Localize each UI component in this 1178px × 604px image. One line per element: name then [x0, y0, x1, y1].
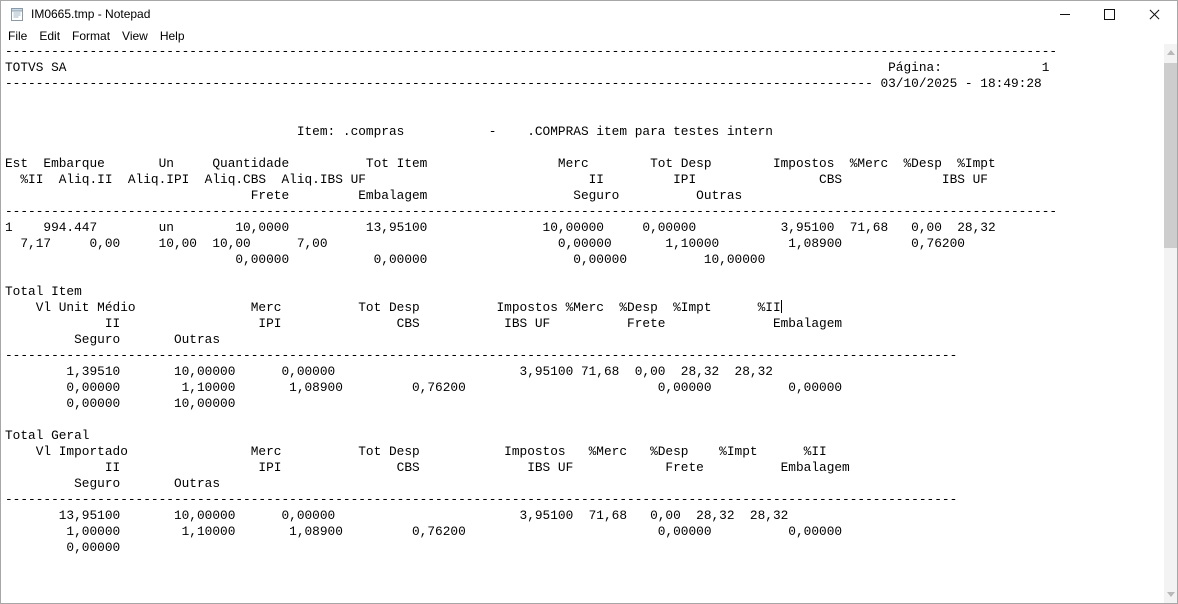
- text-line: Frete Embalagem Seguro Outras: [5, 188, 743, 203]
- minimize-icon: [1059, 13, 1070, 15]
- close-button[interactable]: [1132, 1, 1177, 27]
- vertical-scrollbar[interactable]: [1164, 44, 1177, 603]
- text-line: 0,00000 1,10000 1,08900 0,76200 0,00000 …: [5, 380, 843, 395]
- text-line: II IPI CBS IBS UF Frete Embalagem: [5, 316, 843, 331]
- text-line: Vl Importado Merc Tot Desp Impostos %Mer…: [5, 444, 827, 459]
- text-line: Item: .compras - .COMPRAS item para test…: [5, 124, 773, 139]
- text-line: 1 994.447 un 10,0000 13,95100 10,00000 0…: [5, 220, 996, 235]
- text-line: ----------------------------------------…: [5, 204, 1058, 219]
- text-line: [5, 140, 1164, 156]
- text-line: II IPI CBS IBS UF Frete Embalagem: [5, 460, 850, 475]
- text-line: 0,00000 0,00000 0,00000 10,00000: [5, 252, 766, 267]
- text-line: [5, 92, 1164, 108]
- scroll-down-icon: [1166, 592, 1175, 597]
- text-line: 13,95100 10,00000 0,00000 3,95100 71,68 …: [5, 508, 789, 523]
- maximize-icon: [1104, 8, 1115, 20]
- text-line: ----------------------------------------…: [5, 76, 1042, 91]
- text-line: Total Item: [5, 284, 82, 299]
- scroll-down-button[interactable]: [1164, 586, 1177, 603]
- text-line: %II Aliq.II Aliq.IPI Aliq.CBS Aliq.IBS U…: [5, 172, 988, 187]
- text-line: Seguro Outras: [5, 476, 221, 491]
- notepad-app-icon: [11, 8, 23, 21]
- text-line: Total Geral: [5, 428, 90, 443]
- menu-item-view[interactable]: View: [122, 28, 148, 43]
- close-icon: [1149, 9, 1160, 20]
- text-line: [5, 268, 1164, 284]
- text-line: [5, 108, 1164, 124]
- text-line: 0,00000: [5, 540, 121, 555]
- window-title: IM0665.tmp - Notepad: [31, 7, 151, 21]
- minimize-button[interactable]: [1042, 1, 1087, 27]
- text-line: 1,39510 10,00000 0,00000 3,95100 71,68 0…: [5, 364, 773, 379]
- text-line: TOTVS SA Página: 1: [5, 60, 1050, 75]
- menu-item-help[interactable]: Help: [159, 28, 185, 43]
- scroll-up-icon: [1166, 50, 1175, 55]
- text-line: 7,17 0,00 10,00 10,00 7,00 0,00000 1,100…: [5, 236, 965, 251]
- text-line: ----------------------------------------…: [5, 348, 958, 363]
- text-line: ----------------------------------------…: [5, 44, 1058, 59]
- text-line: 1,00000 1,10000 1,08900 0,76200 0,00000 …: [5, 524, 843, 539]
- text-line: 0,00000 10,00000: [5, 396, 236, 411]
- scroll-up-button[interactable]: [1164, 44, 1177, 61]
- menu-bar: File Edit Format View Help: [1, 27, 1177, 44]
- text-line: Seguro Outras: [5, 332, 221, 347]
- text-line: Vl Unit Médio Merc Tot Desp Impostos %Me…: [5, 300, 782, 315]
- text-line: ----------------------------------------…: [5, 492, 958, 507]
- menu-item-edit[interactable]: Edit: [39, 28, 61, 43]
- text-editor[interactable]: ----------------------------------------…: [1, 44, 1164, 603]
- scrollbar-thumb[interactable]: [1164, 63, 1177, 248]
- maximize-button[interactable]: [1087, 1, 1132, 27]
- text-caret: [780, 300, 782, 313]
- menu-item-file[interactable]: File: [8, 28, 28, 43]
- titlebar: IM0665.tmp - Notepad: [1, 1, 1177, 27]
- window-controls: [1042, 1, 1177, 27]
- text-line: [5, 412, 1164, 428]
- menu-item-format[interactable]: Format: [72, 28, 111, 43]
- text-line: Est Embarque Un Quantidade Tot Item Merc…: [5, 156, 996, 171]
